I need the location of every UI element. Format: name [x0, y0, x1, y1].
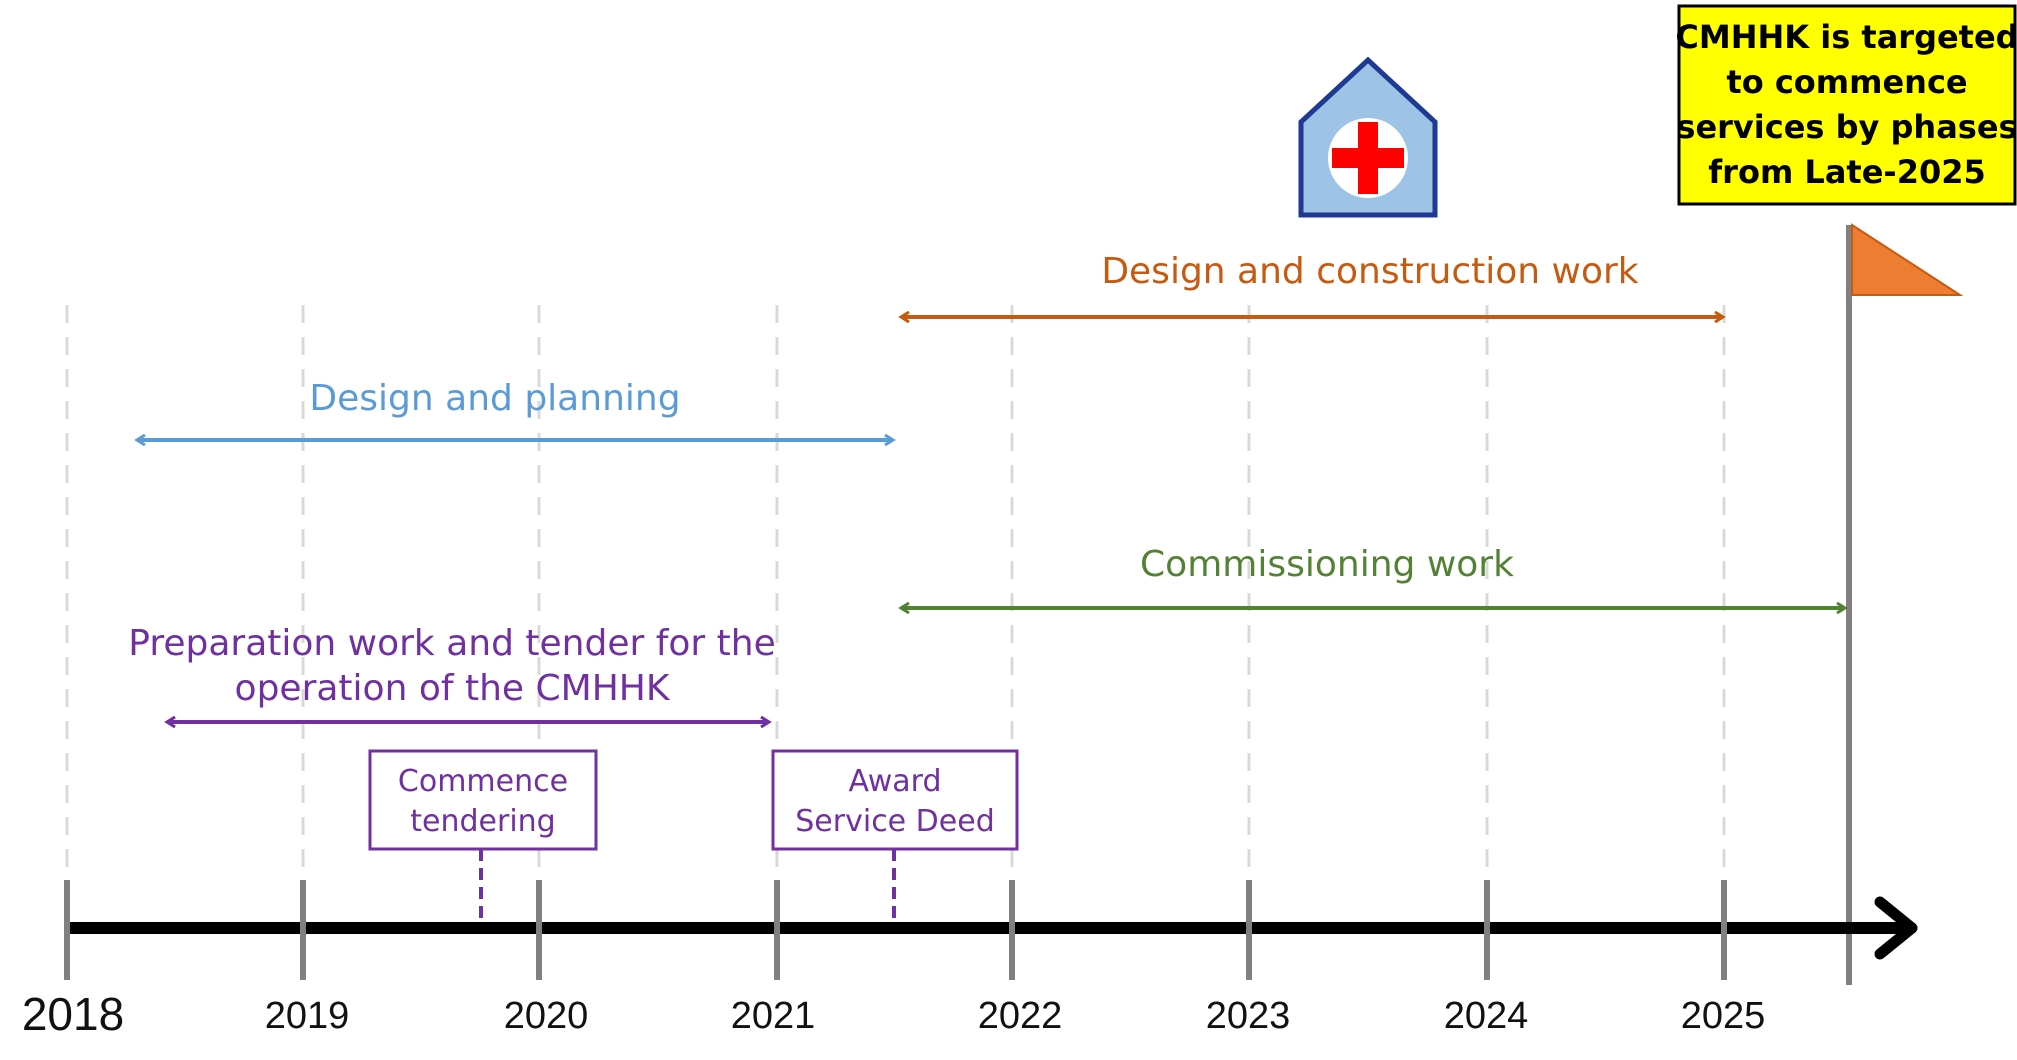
phase-commissioning: Commissioning work: [902, 544, 1844, 608]
milestone-commence-tendering: Commence tendering: [368, 749, 598, 925]
year-label-2023: 2023: [1206, 995, 1291, 1037]
target-line-2: to commence: [1726, 63, 1967, 101]
design-planning-label: Design and planning: [309, 378, 680, 419]
target-line-4: from Late-2025: [1708, 153, 1986, 191]
flag-icon: [1846, 223, 1964, 985]
hospital-icon: [1298, 56, 1438, 218]
award-line-2: Service Deed: [795, 804, 994, 839]
tendering-line-2: tendering: [410, 804, 555, 839]
year-label-2024: 2024: [1444, 995, 1529, 1037]
preparation-label-line-2: operation of the CMHHK: [235, 668, 671, 709]
tendering-box: [368, 749, 598, 851]
tendering-line-1: Commence: [398, 764, 568, 799]
year-label-2019: 2019: [265, 995, 350, 1037]
year-labels: 2018 2019 2020 2021 2022 2023 2024 2025: [22, 988, 1765, 1040]
phase-design-planning: Design and planning: [138, 378, 892, 440]
phase-design-construction: Design and construction work: [902, 251, 1722, 317]
target-line-1: CMHHK is targeted: [1675, 18, 2017, 56]
award-line-1: Award: [848, 764, 941, 799]
target-callout-box: [1677, 4, 2017, 206]
year-label-2022: 2022: [978, 995, 1063, 1037]
target-line-3: services by phases: [1676, 108, 2017, 146]
target-callout: CMHHK is targeted to commence services b…: [1675, 4, 2017, 206]
commissioning-label: Commissioning work: [1140, 544, 1514, 585]
axis-arrowhead: [1874, 896, 1918, 960]
flag-banner: [1851, 223, 1964, 296]
year-label-2021: 2021: [731, 995, 816, 1037]
year-label-2020: 2020: [504, 995, 589, 1037]
phase-preparation: Preparation work and tender for the oper…: [128, 623, 776, 722]
year-label-2025: 2025: [1681, 995, 1766, 1037]
time-axis: [64, 880, 1918, 980]
design-construction-label: Design and construction work: [1101, 251, 1638, 292]
year-label-2018: 2018: [22, 988, 124, 1040]
preparation-label-line-1: Preparation work and tender for the: [128, 623, 776, 664]
milestone-award-service-deed: Award Service Deed: [771, 749, 1019, 925]
